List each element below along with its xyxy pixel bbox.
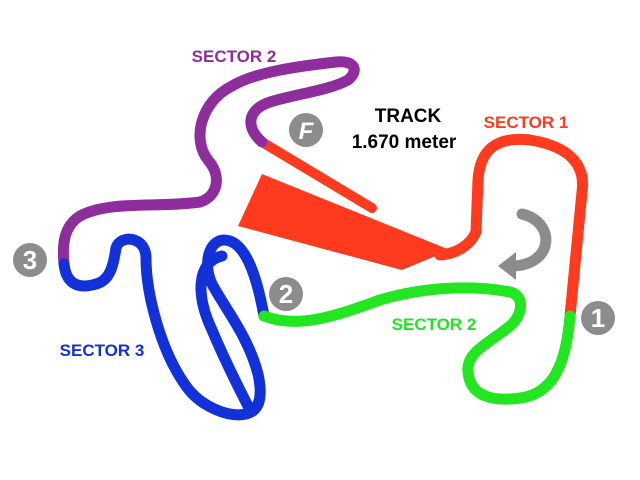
sector-3-path — [58, 233, 270, 421]
sector-2-purple-path — [57, 56, 360, 270]
sector-3-inner-loop — [195, 250, 256, 416]
marker-1-label: 1 — [591, 303, 605, 333]
track-length: 1.670 meter — [352, 132, 457, 153]
marker-2: 2 — [269, 277, 303, 311]
pit-straight-wedge — [238, 174, 450, 270]
finish-marker: F — [289, 113, 323, 147]
marker-1: 1 — [581, 301, 615, 335]
sector-1-path — [434, 133, 589, 322]
track-title: TRACK — [375, 106, 442, 127]
marker-3-label: 3 — [23, 245, 37, 275]
sector-2-purple-label: SECTOR 2 — [192, 47, 277, 66]
sector-3-label: SECTOR 3 — [60, 341, 145, 360]
sector-2-green-label: SECTOR 2 — [392, 315, 477, 334]
sector-1-connector — [257, 137, 377, 213]
direction-arrow-icon — [498, 208, 552, 280]
marker-3: 3 — [13, 243, 47, 277]
sector-1-label: SECTOR 1 — [484, 113, 569, 132]
finish-marker-label: F — [299, 118, 315, 145]
marker-2-label: 2 — [279, 279, 293, 309]
sector-2-green-path — [258, 282, 576, 405]
